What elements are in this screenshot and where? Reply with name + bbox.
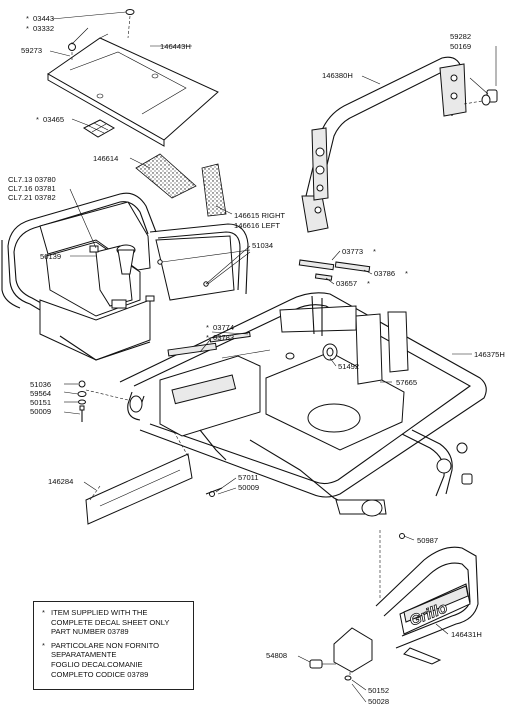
side-mat xyxy=(201,163,227,217)
label-03774: 03774 xyxy=(213,323,234,332)
label-cl713: CL7.13 03780 xyxy=(8,175,56,184)
floor-mat xyxy=(135,153,197,199)
label-cl716: CL7.16 03781 xyxy=(8,184,56,193)
label-03783: 03783 xyxy=(213,333,234,342)
label-03773: 03773 xyxy=(342,247,363,256)
label-54808: 54808 xyxy=(266,651,287,660)
note-text-italian: PARTICOLARE NON FORNITO SEPARATAMENTE FO… xyxy=(51,640,160,679)
roll-bar xyxy=(301,56,498,233)
label-59273: 59273 xyxy=(21,46,42,55)
label-50009-left: 50009 xyxy=(30,407,51,416)
label-59564: 59564 xyxy=(30,389,51,398)
note-text-english: ITEM SUPPLIED WITH THE COMPLETE DECAL SH… xyxy=(51,608,170,637)
label-50151: 50151 xyxy=(30,398,51,407)
marker-03332: * xyxy=(26,24,29,33)
label-50139: 50139 xyxy=(40,252,61,261)
label-50009-center: 50009 xyxy=(238,483,259,492)
label-51036: 51036 xyxy=(30,380,51,389)
label-03465: 03465 xyxy=(43,115,64,124)
note-star: * xyxy=(42,608,45,617)
bolt-50987 xyxy=(399,533,405,539)
front-bumper xyxy=(309,530,479,681)
label-57011: 57011 xyxy=(238,473,259,482)
label-50028: 50028 xyxy=(368,697,389,706)
label-51034: 51034 xyxy=(252,241,273,250)
part-labels: * 03443 * 03332 59273 146443H * 03465 14… xyxy=(8,14,505,706)
label-146284: 146284 xyxy=(48,477,73,486)
label-03443: 03443 xyxy=(33,14,54,23)
marker-03657: * xyxy=(367,279,370,288)
label-cl721: CL7.21 03782 xyxy=(8,193,56,202)
floor-panel xyxy=(47,9,219,147)
marker-03786: * xyxy=(405,269,408,278)
label-146615: 146615 RIGHT xyxy=(234,211,285,220)
body-tub xyxy=(1,192,251,361)
label-59282: 59282 xyxy=(450,32,471,41)
label-146375H: 146375H xyxy=(474,350,505,359)
label-03332: 03332 xyxy=(33,24,54,33)
note-item-italian: * PARTICOLARE NON FORNITO SEPARATAMENTE … xyxy=(42,641,187,679)
note-item-english: * ITEM SUPPLIED WITH THE COMPLETE DECAL … xyxy=(42,608,187,637)
label-146443H: 146443H xyxy=(160,42,191,51)
decal-note-box: * ITEM SUPPLIED WITH THE COMPLETE DECAL … xyxy=(33,601,194,690)
label-146380H: 146380H xyxy=(322,71,353,80)
front-panel xyxy=(85,431,193,525)
label-50987: 50987 xyxy=(417,536,438,545)
marker-03774: * xyxy=(206,323,209,332)
marker-03465: * xyxy=(36,115,39,124)
marker-03783: * xyxy=(206,333,209,342)
marker-03773: * xyxy=(373,247,376,256)
label-146616: 146616 LEFT xyxy=(234,221,280,230)
decal-grid xyxy=(82,119,116,138)
chassis-frame xyxy=(119,292,487,517)
label-57665: 57665 xyxy=(396,378,417,387)
label-50152: 50152 xyxy=(368,686,389,695)
decal-strips xyxy=(298,259,371,281)
marker-03443: * xyxy=(26,14,29,23)
note-star: * xyxy=(42,640,45,650)
label-146614: 146614 xyxy=(93,154,118,163)
label-03786: 03786 xyxy=(374,269,395,278)
label-51492: 51492 xyxy=(338,362,359,371)
label-50169: 50169 xyxy=(450,42,471,51)
label-03657: 03657 xyxy=(336,279,357,288)
fastener-pair-center xyxy=(205,487,223,497)
label-146431H: 146431H xyxy=(451,630,482,639)
leader-lines xyxy=(49,11,497,703)
fastener-stack-left xyxy=(77,380,129,422)
